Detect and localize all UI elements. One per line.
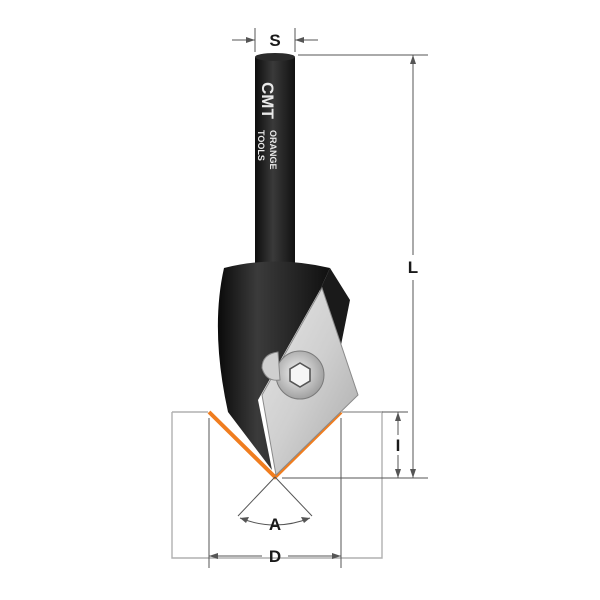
dimension-d: D xyxy=(208,418,342,568)
brand-line-2: TOOLS xyxy=(256,130,266,161)
brand-marking: CMT ORANGE TOOLS xyxy=(256,82,278,170)
brand-logo: CMT xyxy=(258,82,277,119)
dimension-l-label: L xyxy=(408,258,418,277)
screw-socket-icon xyxy=(289,362,311,388)
dimension-a-label: A xyxy=(269,515,281,534)
shank-end xyxy=(255,53,295,61)
dimension-l: L xyxy=(282,54,428,479)
shank xyxy=(255,55,295,270)
dimension-s: S xyxy=(232,28,318,52)
screw-clamp xyxy=(261,351,281,381)
dimension-s-label: S xyxy=(269,31,280,50)
insert-screw xyxy=(261,350,325,400)
dimension-a: A xyxy=(237,476,313,534)
dimension-d-label: D xyxy=(269,547,281,566)
cutter-body-flute xyxy=(320,268,350,350)
dimension-i: I xyxy=(382,411,408,478)
brand-line-1: ORANGE xyxy=(268,130,278,170)
dimension-i-label: I xyxy=(396,436,401,455)
